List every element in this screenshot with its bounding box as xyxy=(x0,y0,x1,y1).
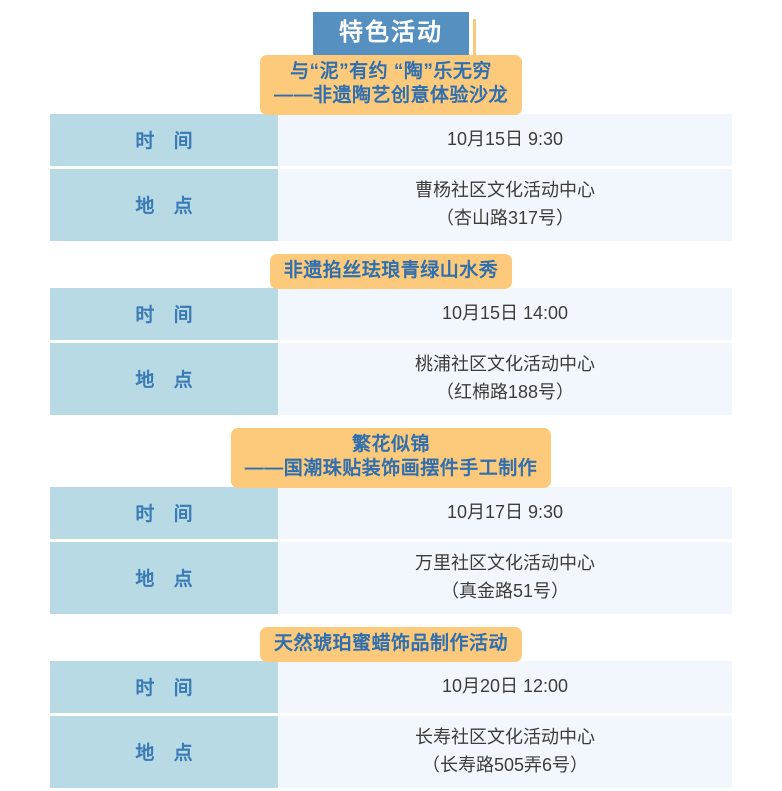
place-name: 桃浦社区文化活动中心 xyxy=(415,354,595,375)
event-title-row: 天然琥珀蜜蜡饰品制作活动 xyxy=(0,626,782,662)
time-value: 10月20日 12:00 xyxy=(278,660,732,713)
event-title: 与“泥”有约 “陶”乐无穷 ——非遗陶艺创意体验沙龙 xyxy=(259,55,522,115)
block-spacer xyxy=(0,617,782,627)
event-title-row: 繁花似锦 ——国潮珠贴装饰画摆件手工制作 xyxy=(0,427,782,488)
feature-activity-badge: 特色活动 xyxy=(313,12,476,62)
time-label: 时 间 xyxy=(50,660,278,713)
event-title: 非遗掐丝珐琅青绿山水秀 xyxy=(269,253,513,289)
place-value: 曹杨社区文化活动中心 （杏山路317号） xyxy=(278,168,732,241)
place-address: （红棉路188号） xyxy=(435,381,575,402)
time-label: 时 间 xyxy=(50,486,278,539)
time-value: 10月15日 14:00 xyxy=(278,287,732,340)
table-row: 地 点 曹杨社区文化活动中心 （杏山路317号） xyxy=(50,168,732,241)
event-title-row: 非遗掐丝珐琅青绿山水秀 xyxy=(0,253,782,289)
place-address: （真金路51号） xyxy=(440,580,570,601)
page-header: 特色活动 xyxy=(0,0,782,62)
table-row: 地 点 桃浦社区文化活动中心 （红棉路188号） xyxy=(50,342,732,415)
time-label: 时 间 xyxy=(50,113,278,166)
place-label: 地 点 xyxy=(50,715,278,788)
place-label: 地 点 xyxy=(50,342,278,415)
time-label: 时 间 xyxy=(50,287,278,340)
block-spacer xyxy=(0,418,782,428)
block-spacer xyxy=(0,244,782,254)
place-name: 长寿社区文化活动中心 xyxy=(415,726,595,747)
place-value: 桃浦社区文化活动中心 （红棉路188号） xyxy=(278,342,732,415)
place-value: 长寿社区文化活动中心 （长寿路505弄6号） xyxy=(278,715,732,788)
place-name: 万里社区文化活动中心 xyxy=(415,552,595,573)
place-label: 地 点 xyxy=(50,541,278,614)
time-value: 10月15日 9:30 xyxy=(278,113,732,166)
place-name: 曹杨社区文化活动中心 xyxy=(415,179,595,200)
place-address: （杏山路317号） xyxy=(435,207,575,228)
table-row: 地 点 万里社区文化活动中心 （真金路51号） xyxy=(50,541,732,614)
place-address: （长寿路505弄6号） xyxy=(421,754,589,775)
event-title-row: 与“泥”有约 “陶”乐无穷 ——非遗陶艺创意体验沙龙 xyxy=(0,55,782,115)
place-label: 地 点 xyxy=(50,168,278,241)
event-title: 天然琥珀蜜蜡饰品制作活动 xyxy=(259,626,522,662)
page-title: 特色活动 xyxy=(313,12,469,55)
event-title: 繁花似锦 ——国潮珠贴装饰画摆件手工制作 xyxy=(230,427,552,488)
place-value: 万里社区文化活动中心 （真金路51号） xyxy=(278,541,732,614)
table-row: 地 点 长寿社区文化活动中心 （长寿路505弄6号） xyxy=(50,715,732,788)
time-value: 10月17日 9:30 xyxy=(278,486,732,539)
